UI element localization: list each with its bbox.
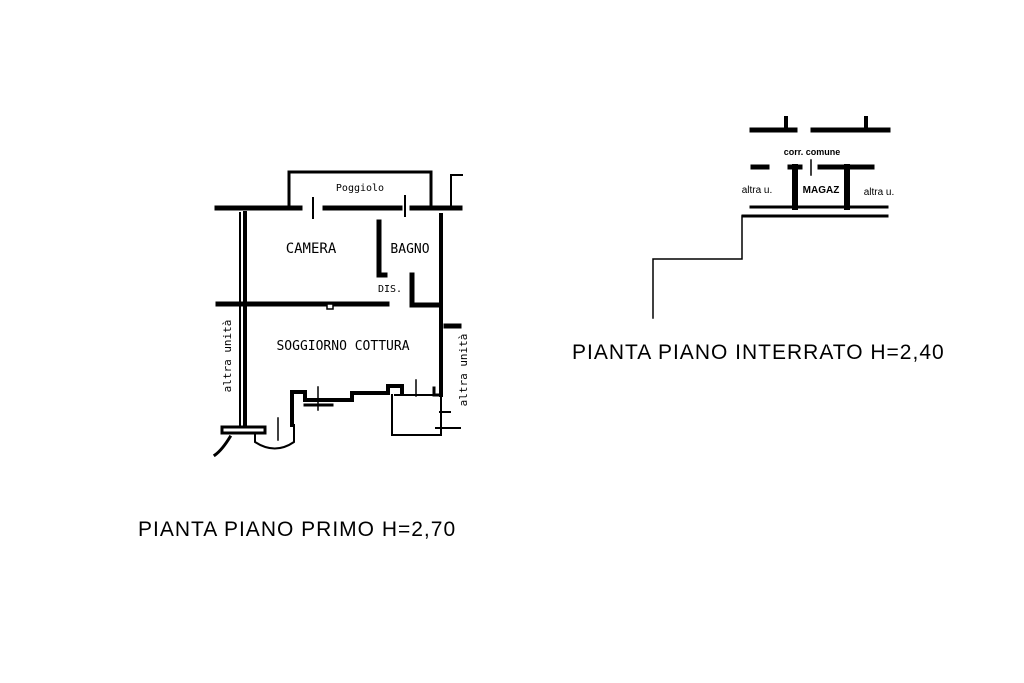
label-dis: DIS. — [378, 284, 402, 295]
label-magazzino: MAGAZ — [803, 185, 840, 196]
label-neighbor-right: altra u. — [864, 187, 895, 198]
bay-window — [254, 424, 295, 450]
plan-interrato: corr. comune altra u. MAGAZ altra u. — [652, 116, 895, 319]
bottom-left-ledge — [220, 425, 267, 435]
label-soggiorno-cottura: SOGGIORNO COTTURA — [276, 339, 409, 354]
title-piano-interrato: PIANTA PIANO INTERRATO H=2,40 — [572, 341, 945, 364]
dis-wall — [409, 272, 443, 308]
plan-primo: Poggiolo CAMERA BAGNO DIS. SOGGIORNO COT… — [212, 170, 470, 458]
label-neighbor-left: altra unità — [221, 320, 234, 393]
label-neighbor-left: altra u. — [742, 185, 773, 196]
label-poggiolo: Poggiolo — [336, 183, 384, 194]
label-camera: CAMERA — [286, 241, 337, 257]
balcony-outline — [287, 170, 433, 207]
magazzino-walls — [792, 164, 850, 210]
label-corridor: corr. comune — [784, 147, 841, 157]
bagno-wall — [376, 219, 388, 278]
label-neighbor-right: altra unità — [457, 334, 470, 407]
label-bagno: BAGNO — [390, 242, 429, 257]
wall — [450, 174, 463, 206]
bottom-wall — [290, 384, 404, 427]
stair-outline — [652, 215, 743, 319]
title-piano-primo: PIANTA PIANO PRIMO H=2,70 — [138, 518, 457, 541]
stair-box — [391, 394, 442, 436]
